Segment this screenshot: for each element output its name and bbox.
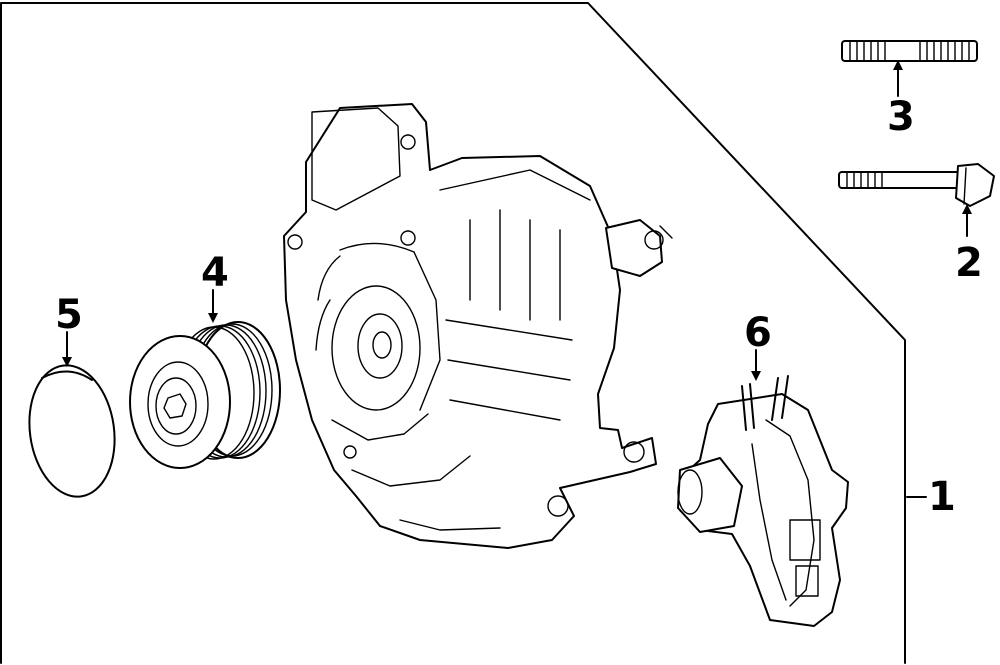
pulley-part-4[interactable] xyxy=(129,321,281,469)
callout-3-label: 3 xyxy=(887,94,915,140)
assembly-outline xyxy=(0,2,906,664)
alternator-housing[interactable] xyxy=(283,103,673,549)
callout-5-label: 5 xyxy=(55,292,83,338)
bolt-part-2[interactable] xyxy=(838,163,995,207)
callout-4-label: 4 xyxy=(201,250,229,296)
callout-1[interactable]: 1 xyxy=(906,474,956,520)
regulator-part-6[interactable] xyxy=(677,375,849,627)
callout-2[interactable]: 2 xyxy=(955,204,983,286)
callout-3[interactable]: 3 xyxy=(887,60,915,140)
callout-6[interactable]: 6 xyxy=(744,310,772,381)
pulley-cap-part-5[interactable] xyxy=(21,360,123,502)
callout-5[interactable]: 5 xyxy=(55,292,83,367)
stud-part-3[interactable] xyxy=(841,40,978,62)
callout-2-label: 2 xyxy=(955,240,983,286)
callout-4[interactable]: 4 xyxy=(201,250,229,323)
callout-1-label: 1 xyxy=(928,474,956,520)
callout-6-label: 6 xyxy=(744,310,772,356)
